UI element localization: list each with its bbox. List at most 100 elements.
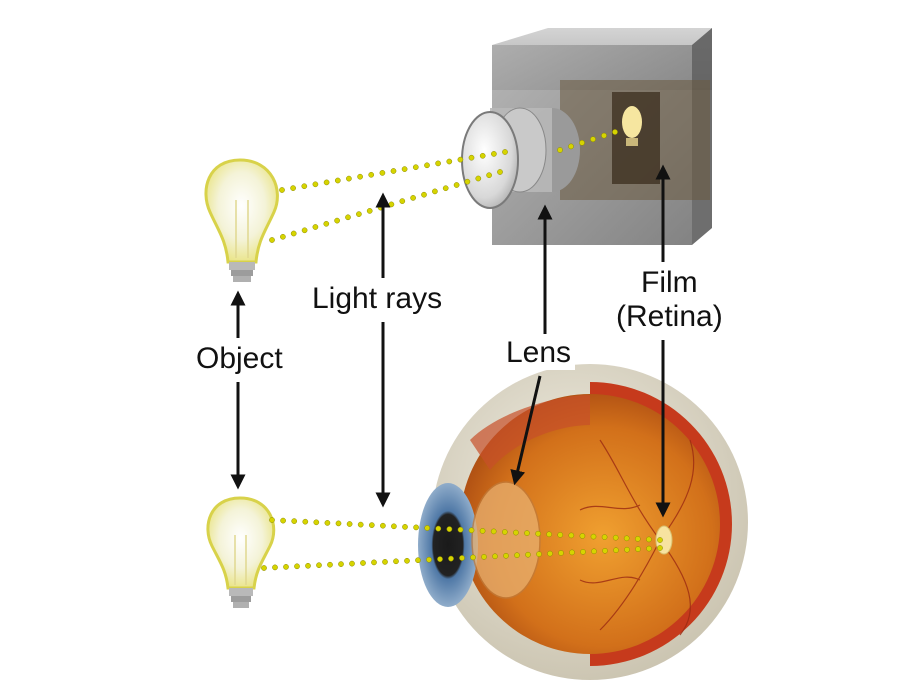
light-ray-dot	[301, 227, 308, 234]
light-ray-dot	[334, 217, 340, 224]
light-ray-dot	[535, 530, 541, 537]
bottom-light-bulb-icon	[206, 496, 276, 608]
light-ray-dot	[366, 208, 373, 214]
light-ray-dot	[503, 552, 509, 559]
camera-icon	[461, 28, 712, 245]
light-ray-dot	[624, 546, 630, 553]
light-ray-dot	[404, 557, 410, 564]
lens-arrow-down	[510, 375, 542, 486]
light-ray-dot	[357, 173, 363, 180]
light-ray-dot	[486, 172, 492, 179]
light-ray-dot	[547, 550, 553, 557]
light-ray-dot	[457, 526, 464, 533]
light-ray-dot	[335, 520, 342, 527]
light-ray-dot	[579, 533, 586, 539]
light-ray-dot	[399, 198, 406, 204]
light-ray-dot	[316, 562, 322, 569]
light-ray-dot	[557, 147, 563, 153]
object-label: Object	[192, 342, 287, 376]
light-ray-dot	[391, 523, 397, 530]
light-rays-label: Light rays	[308, 282, 447, 316]
light-ray-dot	[492, 553, 498, 560]
light-ray-dot	[261, 565, 267, 571]
light-ray-dot	[558, 550, 564, 556]
light-ray-dot	[435, 160, 441, 167]
eye-lens	[471, 481, 541, 599]
light-ray-dot	[291, 518, 298, 524]
light-ray-dot	[568, 532, 575, 539]
light-ray-dot	[568, 143, 574, 150]
light-ray-dot	[305, 562, 311, 569]
pointer-arrows	[230, 164, 671, 518]
light-ray-dot	[360, 560, 366, 566]
light-ray-dot	[602, 547, 608, 554]
light-ray-dot	[446, 526, 453, 532]
light-ray-dot	[635, 546, 641, 552]
light-ray-dot	[470, 554, 476, 561]
light-ray-dot	[269, 237, 275, 243]
light-ray-dot	[349, 560, 355, 567]
light-ray-dot	[371, 559, 377, 566]
light-ray-dot	[437, 556, 443, 562]
film-label: Film	[641, 266, 698, 299]
light-ray-dot	[272, 564, 278, 571]
light-ray-dot	[457, 156, 464, 163]
light-ray-dot	[368, 171, 375, 178]
light-ray-dot	[524, 530, 530, 536]
light-ray-dot	[356, 211, 362, 217]
light-ray-dot	[590, 136, 596, 143]
light-ray-dot	[646, 545, 652, 552]
light-ray-dot	[424, 525, 431, 531]
light-ray-dot	[601, 132, 607, 139]
light-ray-dot	[334, 177, 341, 184]
light-ray-dot	[424, 162, 430, 169]
light-ray-dot	[379, 170, 386, 176]
retina-vessels	[579, 439, 695, 636]
light-ray-dot	[283, 564, 289, 570]
light-ray-dot	[412, 164, 419, 171]
light-ray-dot	[613, 547, 619, 554]
light-ray-dot	[468, 154, 475, 161]
light-ray-dot	[475, 175, 482, 182]
light-ray-dot	[421, 191, 427, 198]
light-ray-dot	[279, 187, 285, 193]
light-ray-dot	[402, 524, 408, 530]
light-ray-dot	[536, 551, 542, 557]
light-ray-dot	[290, 185, 296, 191]
light-ray-dot	[525, 551, 531, 558]
light-ray-dot	[479, 528, 486, 534]
light-ray-dot	[479, 152, 486, 159]
light-ray-dot	[579, 139, 585, 146]
light-ray-dot	[513, 529, 519, 536]
top-light-bulb-icon	[204, 158, 279, 282]
light-ray-dot	[446, 158, 453, 165]
light-ray-dot	[612, 534, 619, 541]
light-ray-dot	[413, 524, 419, 531]
light-ray-dot	[302, 518, 309, 525]
light-ray-dot	[301, 183, 308, 190]
light-ray-dot	[368, 522, 375, 528]
light-ray-dot	[290, 230, 297, 237]
light-ray-dot	[280, 517, 286, 524]
light-ray-dot	[646, 536, 652, 543]
lens-label: Lens	[502, 336, 576, 370]
light-ray-dot	[346, 175, 352, 182]
light-ray-dot	[481, 554, 487, 560]
light-ray-dot	[312, 181, 319, 188]
light-ray-dot	[442, 185, 449, 192]
light-ray-dot	[435, 525, 442, 532]
film-bulb-image-icon	[622, 106, 642, 146]
light-ray-dot	[401, 166, 408, 172]
light-ray-dot	[380, 522, 386, 529]
light-ray-dot	[432, 188, 438, 195]
light-ray-dot	[501, 529, 508, 535]
light-ray-dot	[415, 557, 421, 564]
light-ray-dot	[280, 233, 286, 240]
light-ray-dot	[323, 179, 330, 186]
light-ray-dot	[357, 521, 364, 528]
light-ray-dot	[393, 558, 399, 565]
light-ray-dot	[382, 559, 388, 565]
light-ray-dot	[323, 220, 330, 227]
light-ray-dot	[464, 178, 471, 185]
